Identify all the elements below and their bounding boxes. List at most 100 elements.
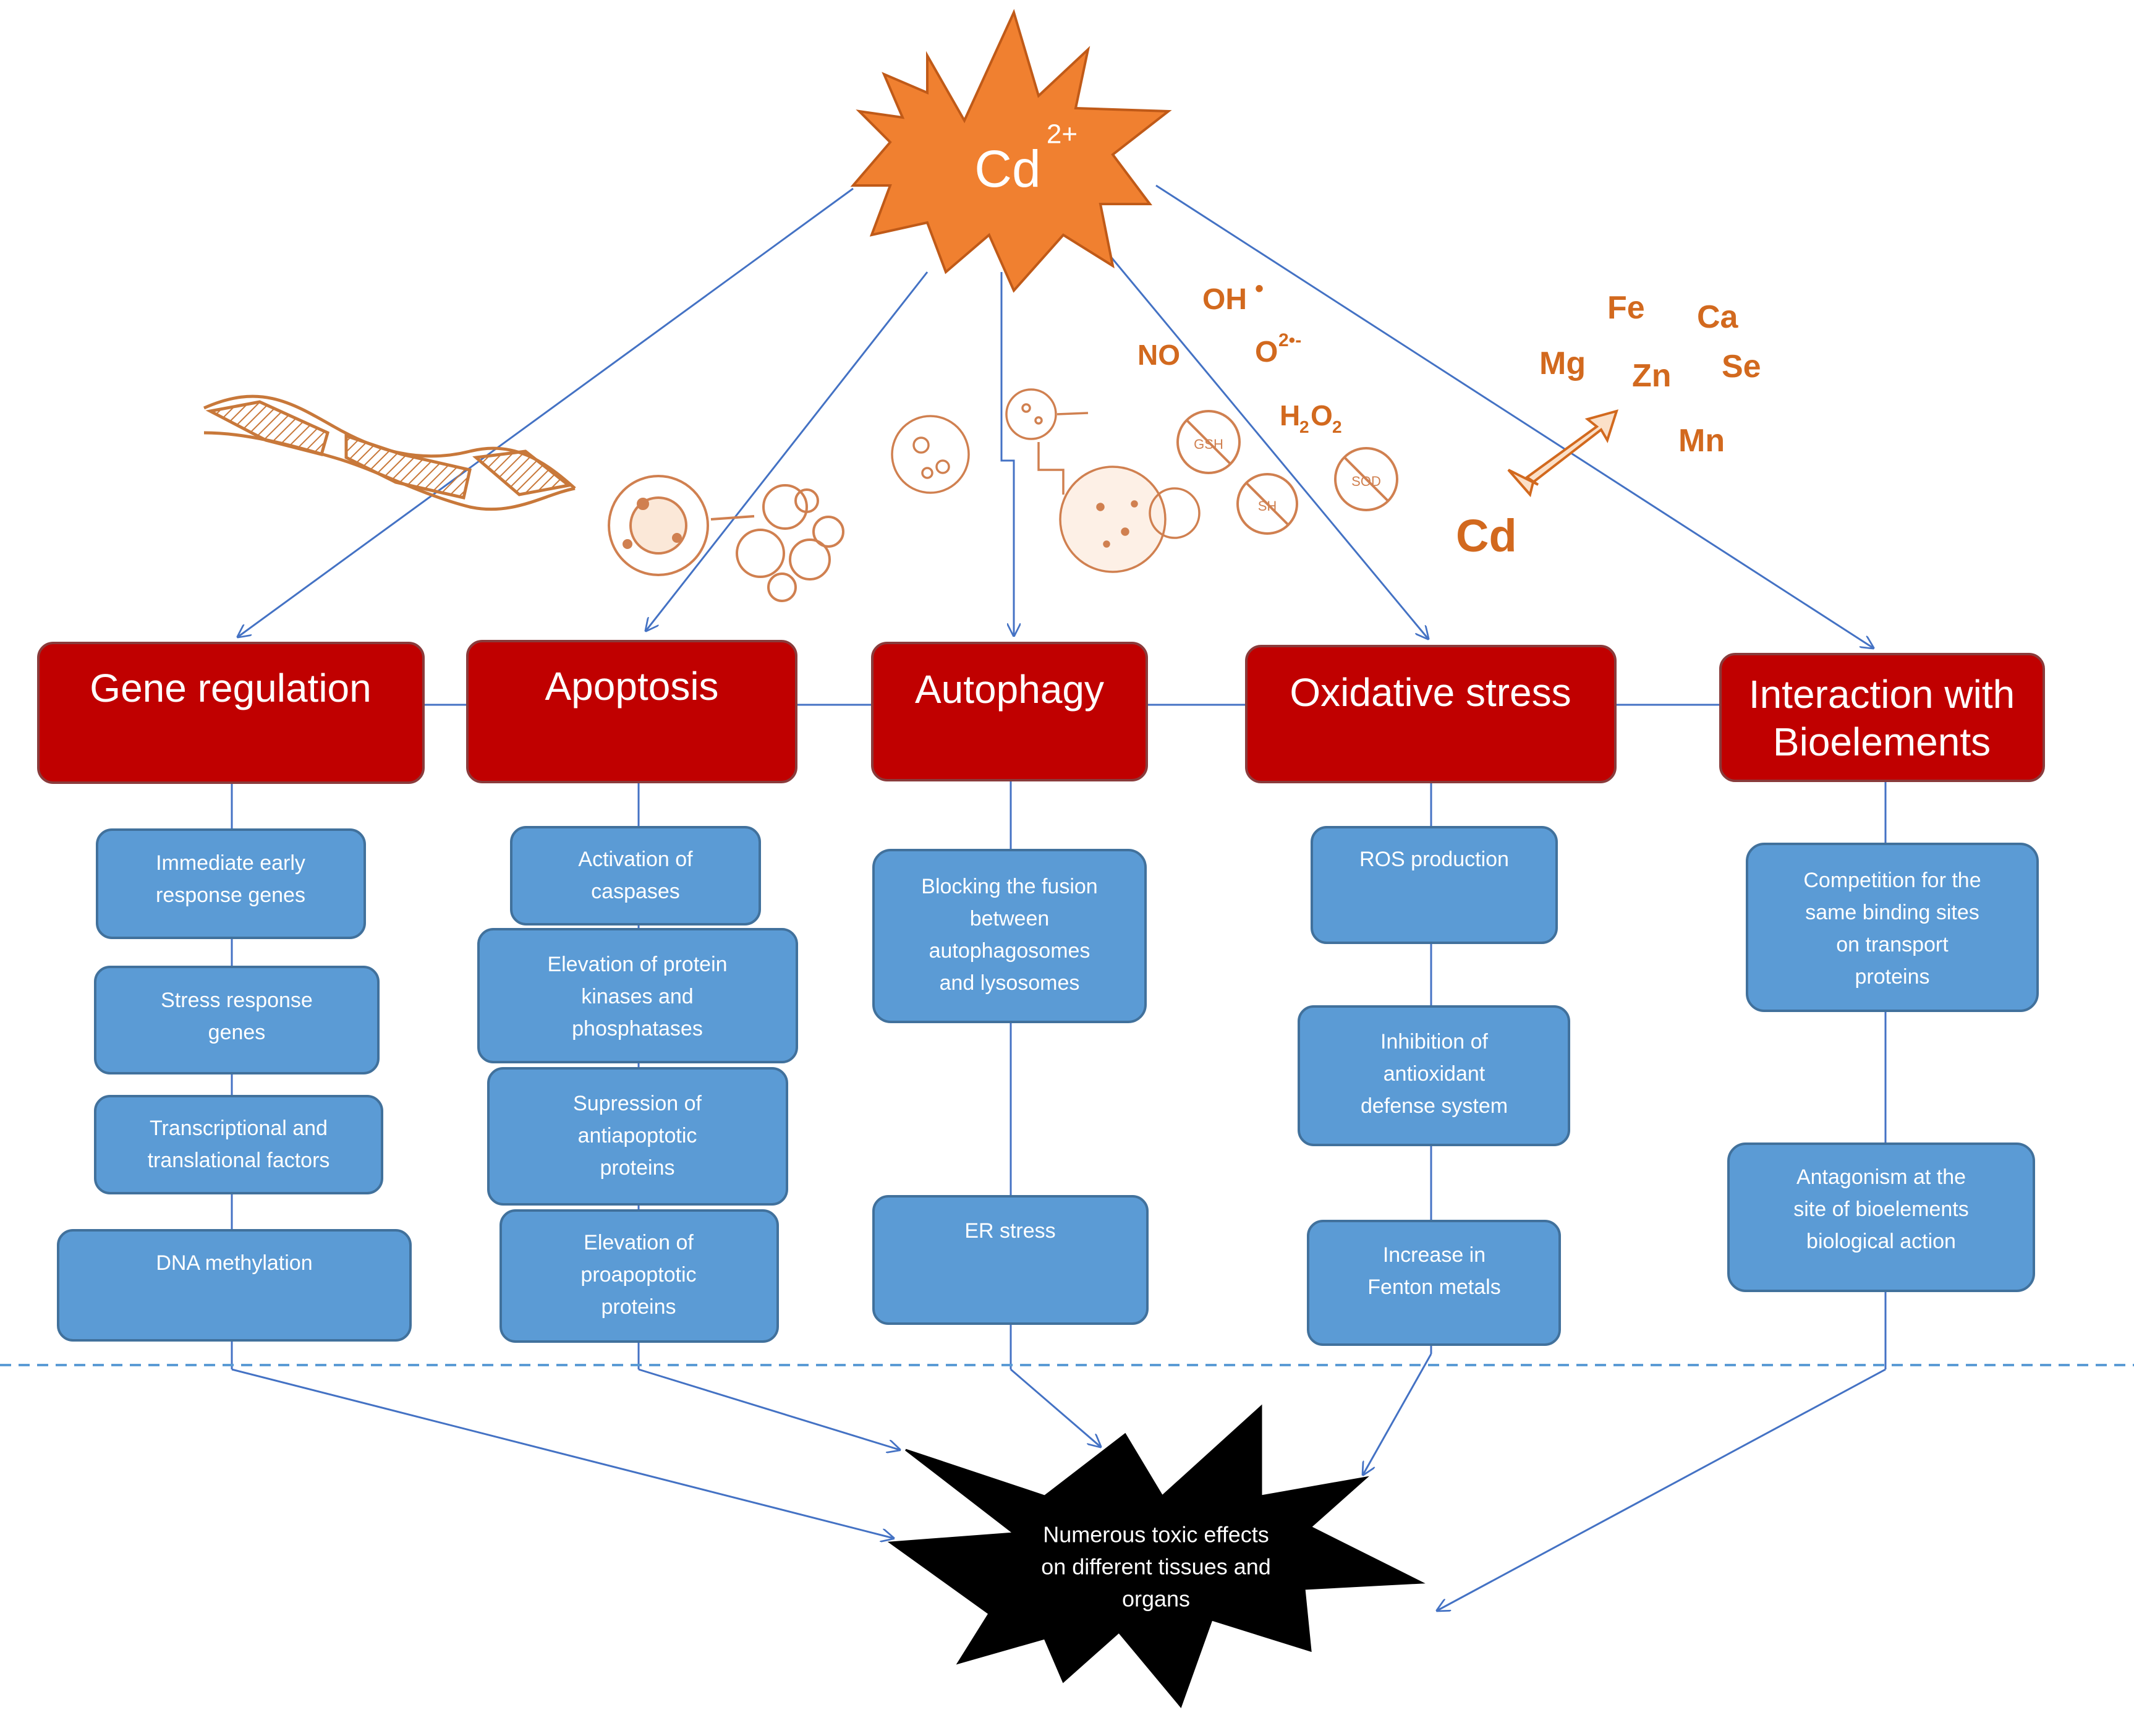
box-stress-response-genes [94, 966, 380, 1074]
superoxide-label: O [1255, 336, 1278, 368]
element-mn: Mn [1678, 423, 1725, 459]
bioelements-cluster: Fe Ca Mg Zn Se Mn Cd [1456, 290, 1761, 561]
box-text: Transcriptional and [150, 1117, 328, 1140]
arrow-cd-to-apoptosis [646, 271, 929, 631]
h2o2-o: O [1311, 399, 1333, 432]
outcome-burst-shape [887, 1404, 1426, 1708]
box-text: antiapoptotic [578, 1124, 697, 1147]
h2o2-sub1: 2 [1299, 417, 1309, 436]
sod-label: SOD [1351, 474, 1381, 489]
header-gene-regulation: Gene regulation [37, 642, 425, 784]
arrow-cd-to-bioelements [1155, 184, 1873, 648]
box-text: Blocking the fusion [921, 875, 1097, 898]
h2o2-h: H [1280, 399, 1300, 432]
box-text: proteins [602, 1295, 676, 1319]
sh-icon: SH [1236, 473, 1298, 535]
box-text: biological action [1806, 1230, 1956, 1253]
box-immediate-early-genes [96, 828, 366, 939]
box-text: Elevation of [584, 1231, 694, 1254]
box-text: genes [208, 1021, 266, 1044]
outcome-line-1: Numerous toxic effects [1043, 1522, 1269, 1547]
arrow-cd-to-gene-regulation [238, 187, 854, 637]
burst-shape [850, 9, 1172, 293]
box-text: Inhibition of [1380, 1030, 1488, 1053]
header-bioelements-line2: Bioelements [1773, 720, 1991, 764]
box-fenton-metals [1307, 1220, 1561, 1346]
antioxidant-icons: GSH SOD SH [1176, 410, 1398, 535]
arrow-bioelements-to-outcome [1437, 1368, 1886, 1610]
box-text: Supression of [573, 1092, 702, 1115]
box-transcriptional-factors [94, 1095, 383, 1194]
box-text: autophagosomes [929, 939, 1090, 963]
box-text: ROS production [1359, 848, 1509, 871]
box-text: DNA methylation [156, 1251, 312, 1275]
box-text: Fenton metals [1367, 1275, 1500, 1299]
box-text: kinases and [581, 985, 693, 1008]
header-bioelements-line1: Interaction with [1749, 672, 2015, 717]
h2o2-sub2: 2 [1332, 417, 1342, 436]
outcome-line-2: on different tissues and [1041, 1554, 1271, 1580]
oh-radical-label: OH [1202, 283, 1247, 316]
double-arrow-icon [1507, 409, 1619, 498]
box-supression-antiapoptotic [487, 1067, 788, 1206]
box-text: caspases [591, 880, 680, 903]
box-text: antioxidant [1384, 1062, 1486, 1086]
cd-label: Cd [974, 140, 1040, 198]
header-oxidative-stress: Oxidative stress [1245, 645, 1617, 783]
box-elevation-proapoptotic [499, 1209, 779, 1343]
box-inhibition-antioxidant [1298, 1005, 1570, 1146]
header-autophagy-label: Autophagy [915, 667, 1104, 712]
element-se: Se [1722, 349, 1761, 385]
box-text: phosphatases [572, 1017, 703, 1040]
superoxide-charge: 2•- [1278, 330, 1301, 351]
element-mg: Mg [1539, 346, 1586, 381]
box-text: ER stress [964, 1219, 1055, 1243]
dna-helix-icon [203, 394, 576, 511]
box-elevation-kinases [477, 928, 798, 1063]
box-blocking-fusion [872, 849, 1147, 1023]
box-text: translational factors [148, 1149, 330, 1172]
header-interaction-bioelements: Interaction with Bioelements [1719, 653, 2045, 782]
element-zn: Zn [1632, 358, 1672, 394]
apoptotic-cell-icon [608, 475, 844, 602]
box-er-stress [872, 1195, 1149, 1325]
element-fe: Fe [1607, 290, 1645, 326]
cd-source-burst: Cd 2+ [850, 9, 1172, 293]
outcome-burst: Numerous toxic effects on different tiss… [887, 1404, 1426, 1708]
nitric-oxide-label: NO [1137, 339, 1180, 371]
box-text: proapoptotic [580, 1263, 696, 1287]
sh-label: SH [1258, 498, 1277, 514]
box-text: response genes [156, 883, 305, 907]
box-antagonism-bioelements [1727, 1142, 2035, 1292]
cd-charge-label: 2+ [1047, 119, 1078, 150]
arrow-oxidative-to-outcome [1363, 1353, 1432, 1474]
box-text: Competition for the [1803, 869, 1981, 892]
box-text: Stress response [161, 989, 313, 1012]
header-apoptosis-label: Apoptosis [545, 664, 718, 708]
element-ca: Ca [1697, 299, 1739, 335]
box-text: defense system [1361, 1094, 1508, 1118]
box-text: Increase in [1383, 1243, 1486, 1267]
ros-species: OH • NO O 2•- H 2 O 2 [1137, 275, 1342, 436]
arrow-gene-to-outcome [231, 1368, 893, 1538]
sod-icon: SOD [1334, 447, 1398, 511]
oh-radical-dot: • [1255, 275, 1264, 302]
box-competition-binding-sites [1746, 843, 2039, 1012]
arrow-apoptosis-to-outcome [638, 1368, 899, 1450]
arrow-autophagy-to-outcome [1010, 1368, 1100, 1447]
headers: Gene regulation Apoptosis Autophagy Oxid… [37, 640, 2045, 784]
box-text: same binding sites [1805, 901, 1979, 924]
box-text: Immediate early [156, 851, 305, 875]
gsh-label: GSH [1194, 436, 1223, 452]
box-activation-of-caspases [510, 826, 761, 925]
arrow-cd-to-autophagy [1000, 272, 1014, 636]
box-text: proteins [1855, 965, 1930, 989]
header-apoptosis: Apoptosis [466, 640, 797, 783]
box-dna-methylation [57, 1229, 412, 1342]
box-text: on transport [1836, 933, 1949, 956]
autophagy-cell-icon [891, 388, 1201, 573]
box-text: between [970, 907, 1050, 930]
box-text: Activation of [578, 848, 693, 871]
